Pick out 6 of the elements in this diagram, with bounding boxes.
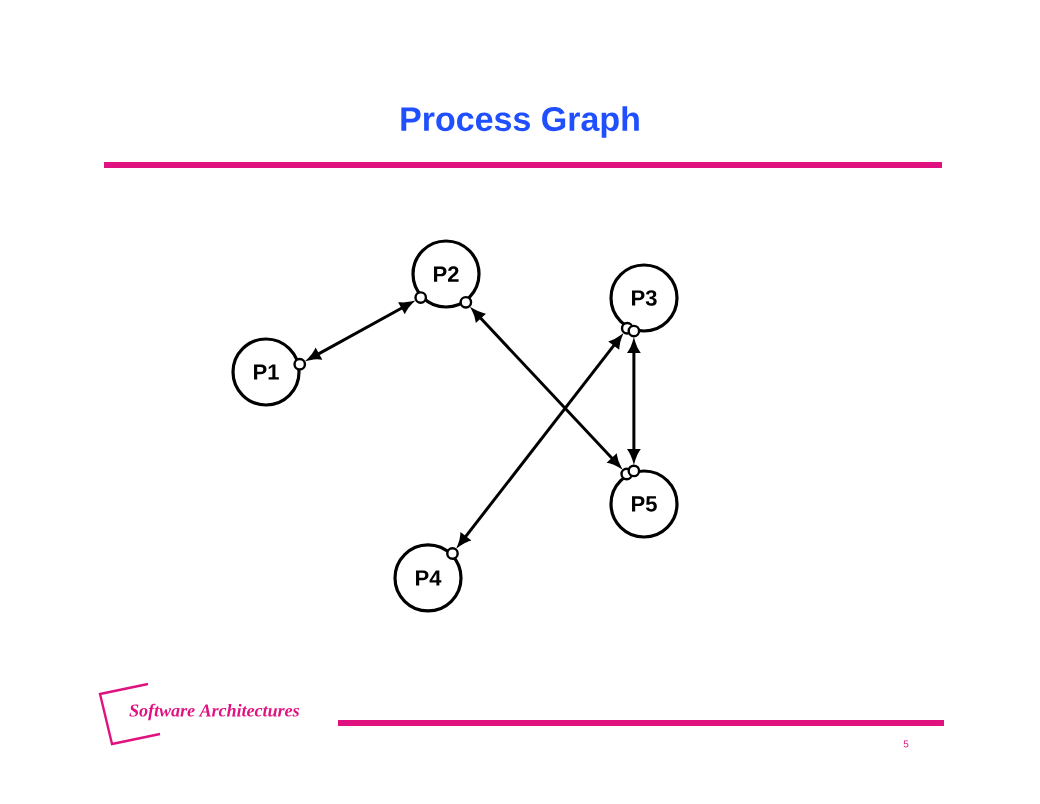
- arrow: [457, 335, 622, 547]
- title: Process Graph: [401, 106, 639, 138]
- arrow: [628, 340, 640, 462]
- arrow: [308, 301, 413, 361]
- footer-title: Software Architectures: [129, 703, 300, 721]
- arrow: [472, 309, 621, 468]
